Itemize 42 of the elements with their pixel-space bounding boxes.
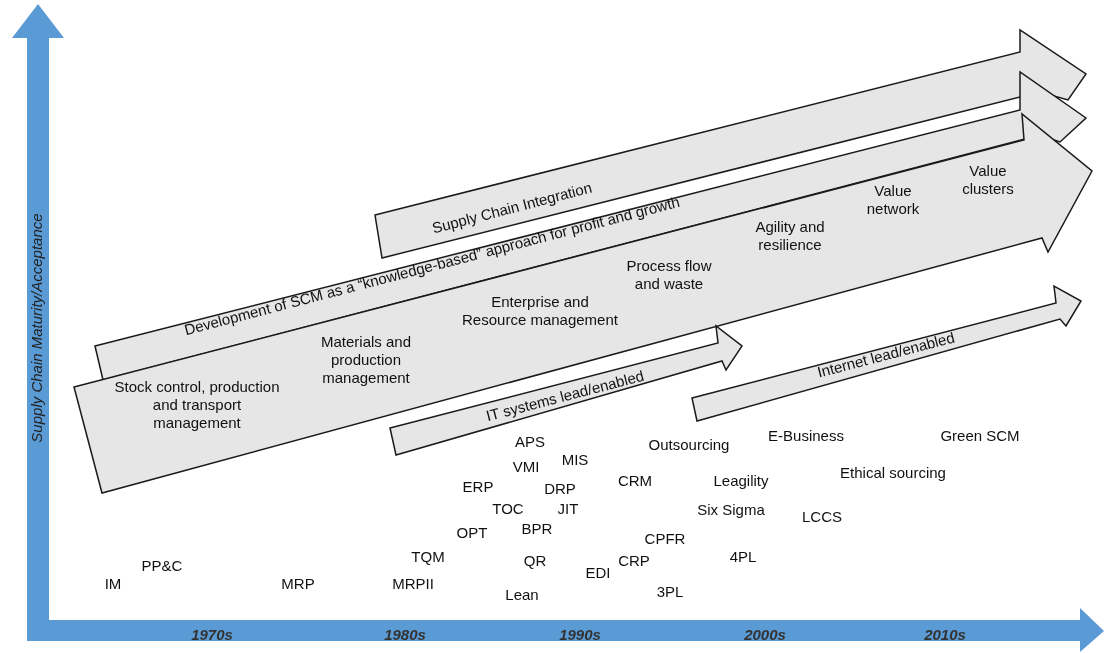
stage-label: Agility and resilience bbox=[754, 218, 826, 254]
stage-label: Process flow and waste bbox=[625, 257, 713, 293]
decade-label: 2000s bbox=[744, 625, 786, 643]
concept-label: CRM bbox=[617, 471, 653, 489]
concept-label: 4PL bbox=[729, 547, 757, 565]
concept-label: Green SCM bbox=[940, 426, 1020, 444]
stage-label: Value network bbox=[865, 182, 921, 218]
decade-label: 1970s bbox=[191, 625, 233, 643]
concept-label: 3PL bbox=[656, 582, 684, 600]
stage-label: Materials and production management bbox=[319, 333, 412, 387]
concept-label: Six Sigma bbox=[697, 500, 765, 518]
concept-label: TOC bbox=[492, 499, 524, 517]
concept-label: EDI bbox=[585, 563, 611, 581]
concept-label: TQM bbox=[411, 547, 445, 565]
concept-label: MIS bbox=[561, 450, 589, 468]
concept-label: PP&C bbox=[141, 556, 183, 574]
concept-label: BPR bbox=[521, 519, 553, 537]
concept-label: QR bbox=[523, 551, 547, 569]
decade-label: 1980s bbox=[384, 625, 426, 643]
concept-label: DRP bbox=[544, 479, 576, 497]
concept-label: MRP bbox=[281, 574, 315, 592]
axis-title: Supply Chain Maturity/Acceptance bbox=[27, 213, 45, 443]
concept-label: JIT bbox=[557, 499, 579, 517]
concept-label: LCCS bbox=[802, 507, 842, 525]
concept-label: CPFR bbox=[644, 529, 686, 547]
concept-label: Leagility bbox=[713, 471, 769, 489]
concept-label: Lean bbox=[505, 585, 539, 603]
concept-label: Outsourcing bbox=[648, 435, 730, 453]
concept-label: E-Business bbox=[768, 426, 844, 444]
concept-label: MRPII bbox=[392, 574, 434, 592]
concept-label: ERP bbox=[462, 477, 494, 495]
decade-label: 1990s bbox=[559, 625, 601, 643]
concept-label: OPT bbox=[456, 523, 488, 541]
stage-label: Stock control, production and transport management bbox=[113, 378, 281, 432]
stage-label: Value clusters bbox=[961, 162, 1015, 198]
concept-label: Ethical sourcing bbox=[840, 463, 946, 481]
concept-label: VMI bbox=[512, 457, 540, 475]
concept-label: APS bbox=[515, 432, 545, 450]
stage-label: Enterprise and Resource management bbox=[461, 293, 619, 329]
concept-label: IM bbox=[104, 574, 122, 592]
decade-label: 2010s bbox=[924, 625, 966, 643]
concept-label: CRP bbox=[618, 551, 650, 569]
